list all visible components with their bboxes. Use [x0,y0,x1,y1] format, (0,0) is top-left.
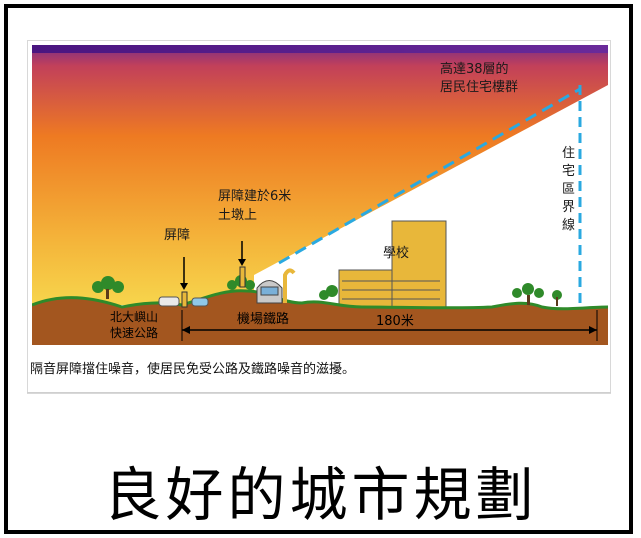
school-building [338,220,447,309]
label-boundary-3: 區 [562,182,575,197]
sight-line [278,87,581,265]
barrier-arrowhead [180,283,188,290]
label-high-rise-1: 高達38層的 [440,61,509,77]
label-highway-2: 快速公路 [110,325,158,340]
page-title: 良好的城市規劃 [103,461,538,529]
label-boundary-4: 界 [562,200,575,215]
distance-arrow [181,310,598,341]
label-distance: 180米 [376,314,414,329]
label-boundary-5: 線 [562,217,575,233]
label-boundary-1: 住 [562,146,575,161]
label-school: 學校 [383,245,409,261]
label-highway-1: 北大嶼山 [110,310,158,324]
protected-zone [254,85,608,310]
label-railway: 機場鐵路 [237,311,289,327]
mound-barrier-arrowhead [238,259,246,266]
mound-barrier [239,266,246,288]
highway-vehicles [158,296,209,307]
label-high-rise-2: 居民住宅樓群 [440,80,518,95]
railway-train [256,268,296,304]
noise-barrier-diagram: 高達38層的 居民住宅樓群 住 宅 區 界 線 屏障建於6米 土墩上 屏障 學校… [32,45,608,345]
label-mound-barrier-1: 屏障建於6米 [218,188,291,204]
label-barrier: 屏障 [164,228,190,243]
label-mound-barrier-2: 土墩上 [218,208,257,223]
grass-line [32,289,608,311]
figure-panel: 高達38層的 居民住宅樓群 住 宅 區 界 線 屏障建於6米 土墩上 屏障 學校… [27,40,611,394]
highway-barrier [181,291,188,308]
figure-caption: 隔音屏障擋住噪音，使居民免受公路及鐵路噪音的滋擾。 [30,362,356,377]
trees [92,275,562,306]
label-boundary-2: 宅 [562,164,575,179]
sky-top-band [32,45,608,53]
caption-divider [27,392,611,393]
